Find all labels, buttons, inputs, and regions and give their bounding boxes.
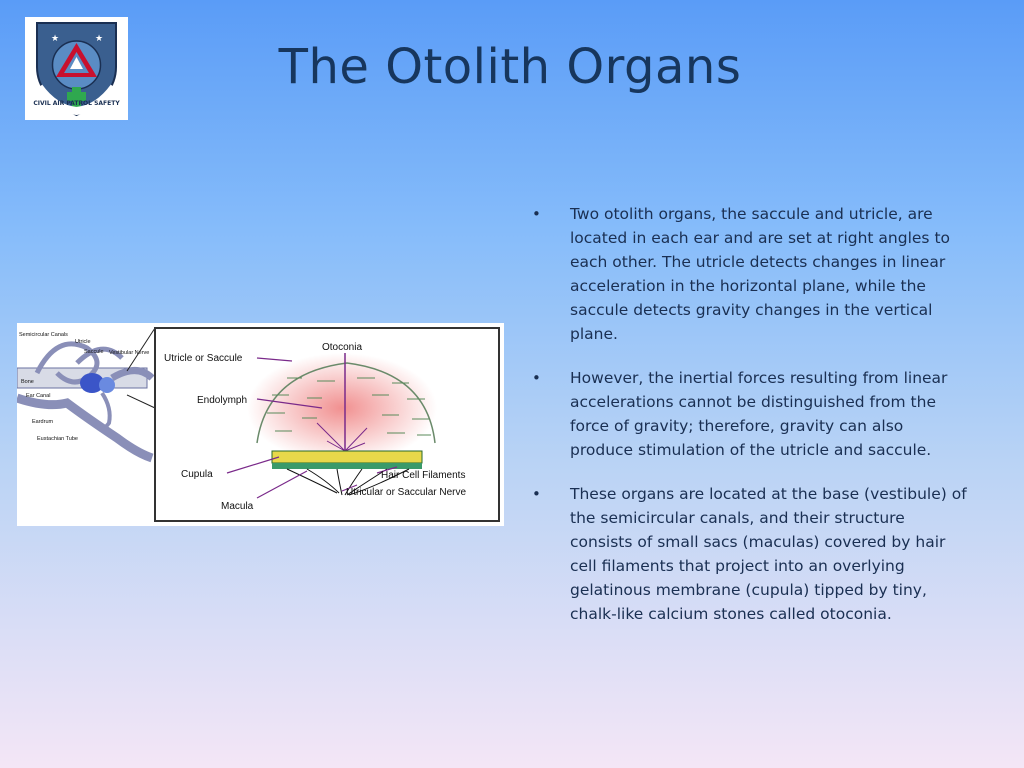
bullet-icon: •: [532, 205, 541, 223]
label-macula: Macula: [221, 501, 254, 512]
bullet-list: • Two otolith organs, the saccule and ut…: [528, 202, 968, 646]
bullet-item: • These organs are located at the base (…: [528, 482, 968, 626]
label-semicircular-canals: Semicircular Canals: [19, 332, 68, 338]
bullet-text: These organs are located at the base (ve…: [570, 485, 967, 623]
detail-labels: Utricle or Saccule Otoconia Endolymph Cu…: [164, 342, 466, 512]
label-bone: Bone: [21, 379, 34, 385]
svg-text:★: ★: [95, 34, 103, 44]
label-endolymph: Endolymph: [197, 395, 247, 406]
label-utricle: Utricle: [75, 339, 91, 345]
label-eardrum: Eardrum: [32, 419, 54, 425]
label-nerve: Utricular or Saccular Nerve: [346, 487, 466, 498]
bullet-item: • Two otolith organs, the saccule and ut…: [528, 202, 968, 346]
label-saccule: Saccule: [84, 349, 104, 355]
label-utricle-or-saccule: Utricle or Saccule: [164, 353, 243, 364]
svg-text:CIVIL AIR PATROL SAFETY: CIVIL AIR PATROL SAFETY: [33, 100, 120, 107]
bullet-icon: •: [532, 369, 541, 387]
bullet-text: However, the inertial forces resulting f…: [570, 369, 948, 459]
inner-ear-illustration: [17, 341, 155, 463]
label-vestibular-nerve: Vestibular Nerve: [109, 350, 149, 356]
otoconia-particles: [267, 377, 431, 436]
otolith-diagram: Semicircular Canals Utricle Saccule Vest…: [17, 323, 504, 526]
label-ear-canal: Ear Canal: [26, 393, 50, 399]
cupula-band: [271, 450, 423, 464]
endolymph-region: [247, 353, 437, 463]
slide-title: The Otolith Organs: [278, 39, 742, 95]
label-hair-cell-filaments: Hair Cell Filaments: [381, 470, 465, 481]
logo: ★ ★ CIVIL AIR PATROL SAFETY: [25, 17, 128, 120]
label-cupula: Cupula: [181, 469, 213, 480]
svg-text:★: ★: [51, 34, 59, 44]
bullet-item: • However, the inertial forces resulting…: [528, 366, 968, 462]
ear-labels: Semicircular Canals Utricle Saccule Vest…: [19, 332, 149, 442]
label-pointers: [226, 357, 398, 499]
bullet-text: Two otolith organs, the saccule and utri…: [570, 205, 950, 343]
bullet-icon: •: [532, 485, 541, 503]
label-eustachian-tube: Eustachian Tube: [37, 436, 78, 442]
macula-band: [272, 463, 422, 469]
label-otoconia: Otoconia: [322, 342, 362, 353]
sac-membrane: [256, 362, 436, 444]
civil-air-patrol-safety-badge-icon: ★ ★ CIVIL AIR PATROL SAFETY: [33, 22, 120, 117]
